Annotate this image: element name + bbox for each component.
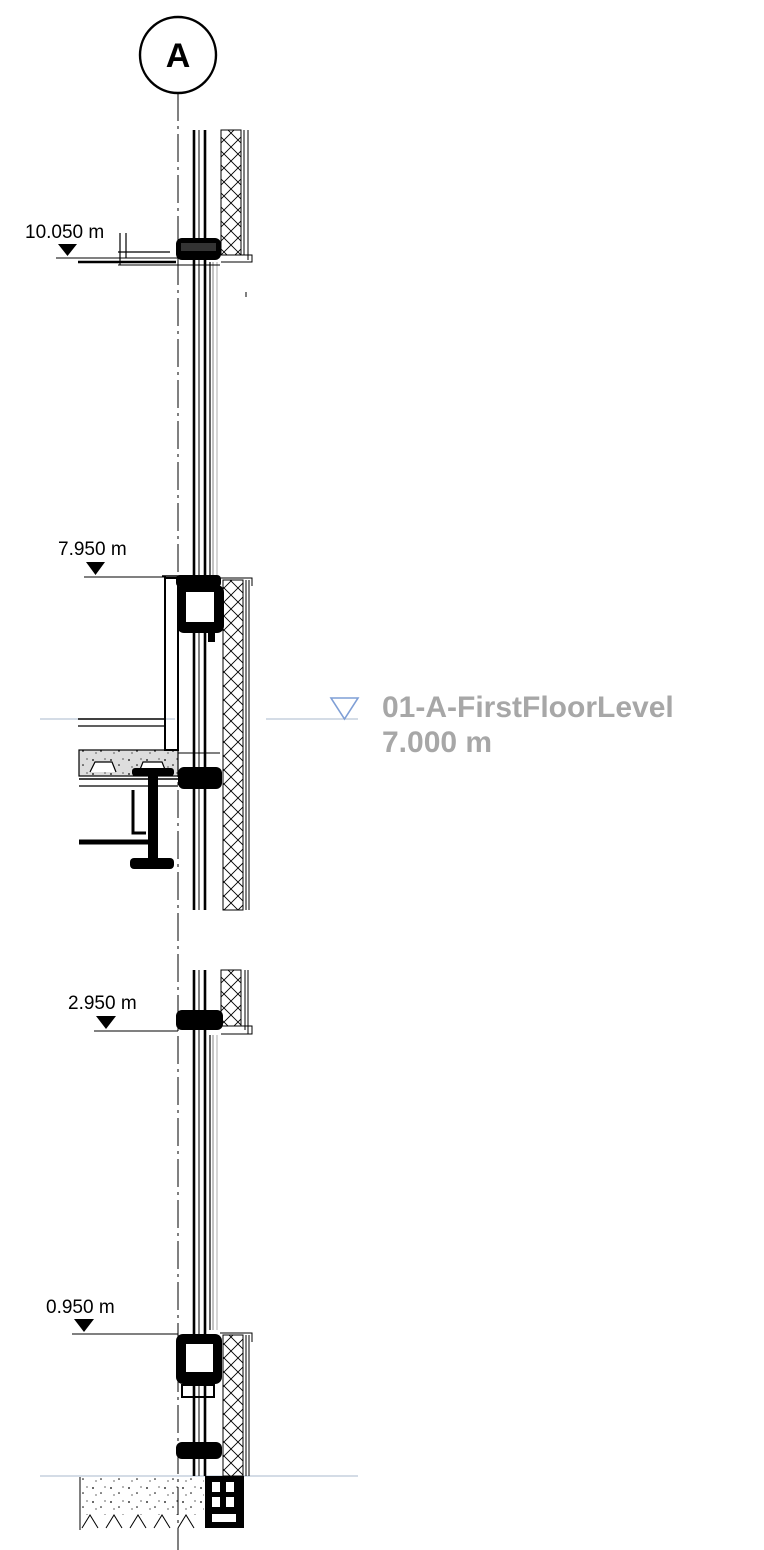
level-marker-7-950: 7.950 m (58, 539, 166, 578)
grid-bubble-a: A (138, 15, 218, 95)
level-label: 10.050 m (25, 222, 104, 243)
level-label: 0.950 m (46, 1297, 115, 1318)
level-triangle-icon (96, 1016, 116, 1029)
level-triangle-icon (58, 244, 77, 256)
level-label: 2.950 m (68, 993, 137, 1014)
level-label: 7.950 m (58, 539, 127, 560)
level-marker-0-950: 0.950 m (46, 1297, 178, 1335)
curtain-wall-lower (176, 969, 253, 1528)
level-triangle-icon (74, 1319, 94, 1332)
curtain-wall-upper (176, 129, 253, 911)
level-marker-10-050: 10.050 m (25, 222, 220, 266)
level-marker-2-950: 2.950 m (68, 993, 178, 1032)
grid-label: A (166, 37, 191, 75)
level-triangle-icon (86, 562, 105, 575)
reference-level-name: 01-A-FirstFloorLevel (382, 691, 674, 724)
level-triangle-icon (329, 697, 360, 721)
reference-level-tag: 01-A-FirstFloorLevel 7.000 m (329, 691, 674, 759)
ground-slab (79, 1477, 204, 1530)
reference-level-elevation: 7.000 m (382, 726, 492, 759)
floor-slab-first (78, 575, 220, 869)
